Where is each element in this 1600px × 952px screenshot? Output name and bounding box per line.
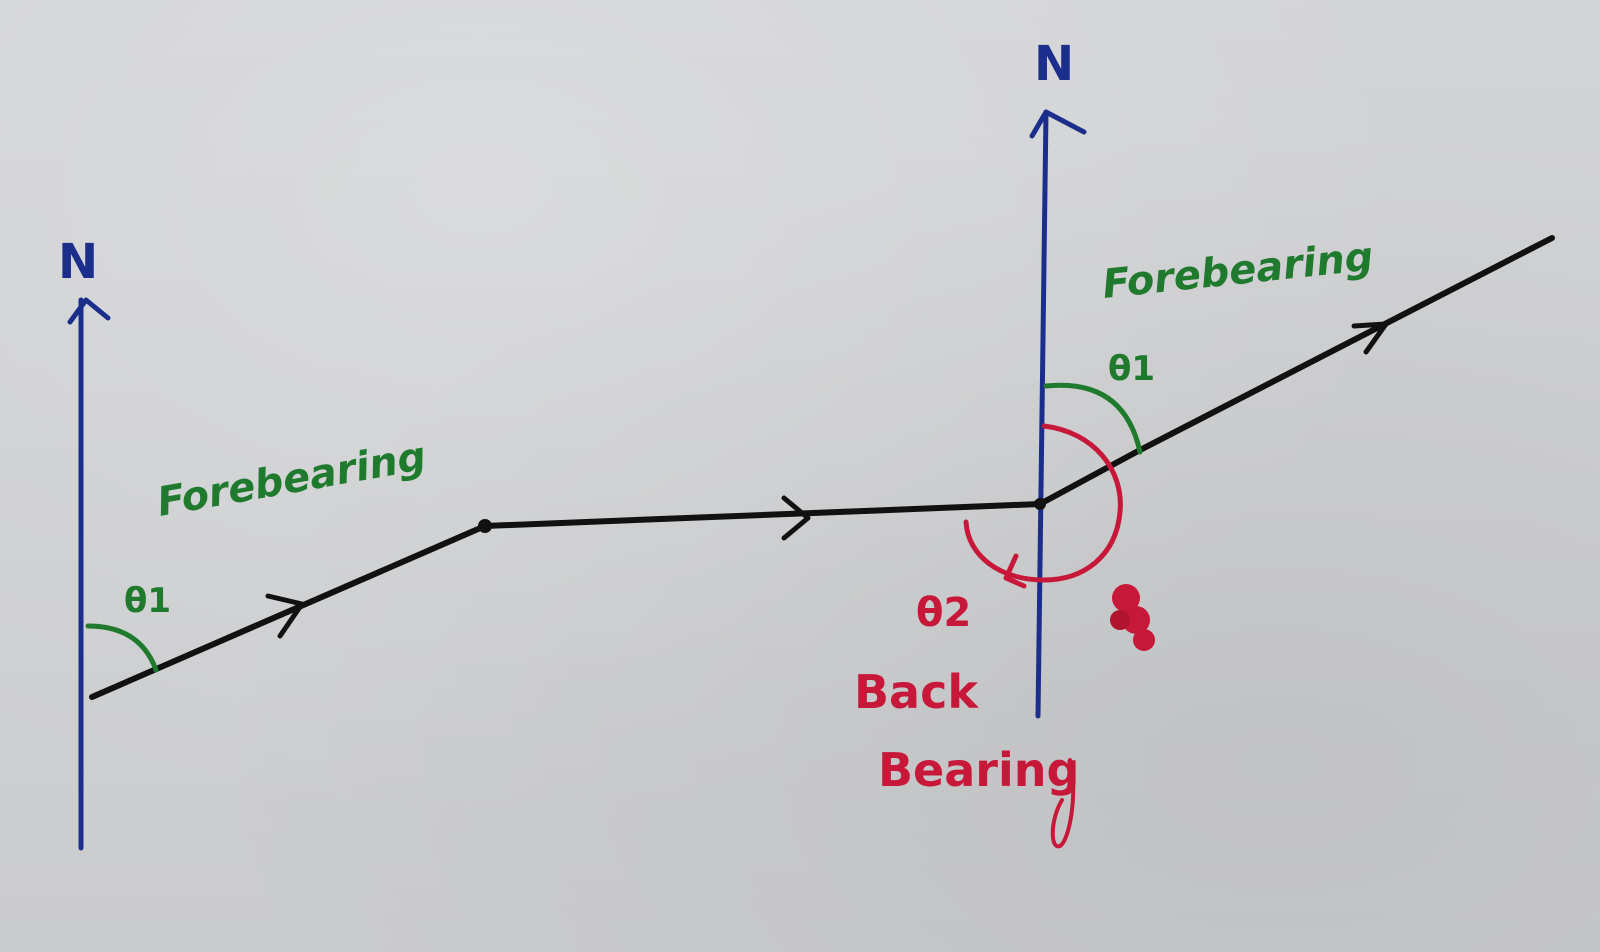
red-scribble-mark bbox=[1110, 584, 1155, 651]
left-fore-angle-arc bbox=[85, 623, 159, 673]
station-point-middle bbox=[478, 519, 492, 533]
right-north-label: N bbox=[1034, 36, 1074, 92]
back-angle-label: θ2 bbox=[916, 590, 971, 636]
direction-arrow-3-icon bbox=[1351, 321, 1389, 355]
left-north-label: N bbox=[58, 234, 98, 290]
direction-arrow-1-icon bbox=[265, 593, 305, 639]
back-label-tail bbox=[1050, 758, 1076, 849]
direction-arrow-2-icon bbox=[781, 495, 811, 541]
right-north-line bbox=[1035, 109, 1049, 719]
right-angle-label: θ1 bbox=[1108, 349, 1155, 389]
left-north-arrowhead-icon bbox=[67, 297, 111, 325]
left-angle-label: θ1 bbox=[124, 581, 171, 621]
back-label-line1: Back bbox=[854, 665, 979, 719]
left-fore-label: Forebearing bbox=[154, 433, 430, 526]
back-label-line2: Bearing bbox=[878, 743, 1079, 797]
station-point-right bbox=[1034, 498, 1046, 510]
right-fore-label: Forebearing bbox=[1100, 234, 1375, 308]
right-north-arrowhead-icon bbox=[1029, 109, 1087, 139]
right-fore-angle-arc bbox=[1043, 382, 1143, 455]
back-bearing-arc bbox=[963, 423, 1123, 583]
back-bearing-arrowhead-icon bbox=[1003, 553, 1027, 589]
